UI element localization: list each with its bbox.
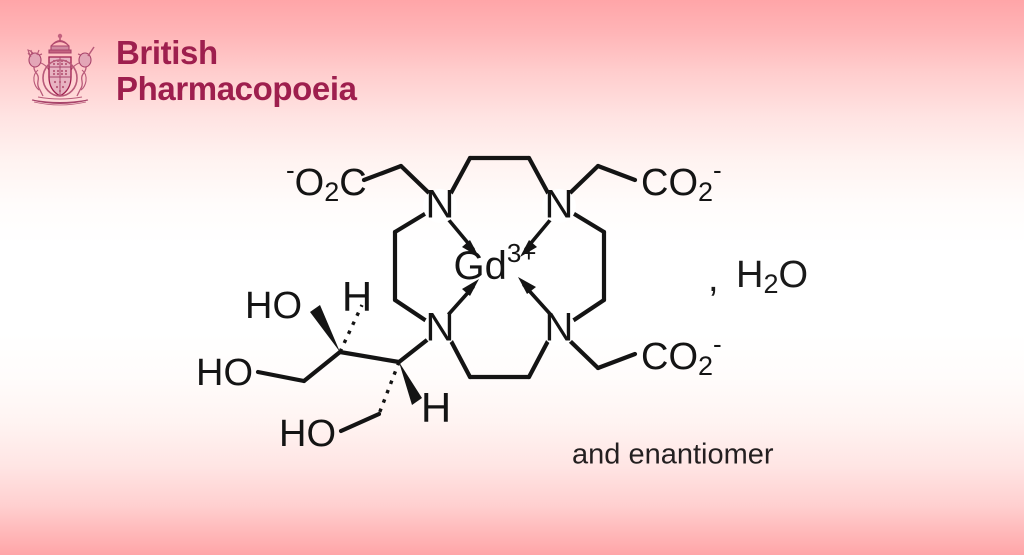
carboxylate-top-left-text: -O2C <box>286 155 367 207</box>
brand-line-2: Pharmacopoeia <box>116 70 357 107</box>
royal-coat-of-arms-icon <box>27 33 95 106</box>
carboxylate-arm-bonds <box>361 163 638 371</box>
nitrogen-top-left-label: N <box>426 183 455 227</box>
carboxylate-top-left-label: -O2C <box>286 155 367 207</box>
hydrate-separator: , <box>708 258 719 300</box>
coordination-arrow-bottom-left <box>446 279 479 317</box>
hydroxyl-upper-left-label: HO <box>245 285 302 327</box>
nitrogen-bottom-left-label: N <box>426 306 455 350</box>
carboxylate-top-right-text: CO2- <box>641 155 722 207</box>
coordination-arrows <box>446 217 553 317</box>
nitrogen-top-right-label: N <box>545 183 574 227</box>
trihydroxybutyl-sidechain-bonds <box>255 304 430 434</box>
british-pharmacopoeia-logo: British Pharmacopoeia <box>18 30 357 112</box>
gadolinium-center-label: Gd3+ <box>453 238 536 288</box>
macrocycle-ring-bonds <box>392 155 607 380</box>
carboxylate-top-right-label: CO2- <box>641 155 722 207</box>
hydrogen-lower-label: H <box>421 384 451 431</box>
enantiomer-note-text: and enantiomer <box>572 439 774 471</box>
coordination-arrow-bottom-right <box>518 277 553 317</box>
nitrogen-labels: N N N N <box>423 183 576 350</box>
hydroxyl-labels: HO HO HO <box>196 285 336 455</box>
hydroxyl-mid-left-label: HO <box>196 352 253 394</box>
hydrogen-upper-label: H <box>342 273 372 320</box>
hydrate-formula: H2O <box>736 254 808 299</box>
hydrate-label: , H2O <box>708 254 808 300</box>
coordination-arrow-top-left <box>446 217 479 257</box>
brand-line-1: British <box>116 34 218 72</box>
carboxylate-bottom-right-label: CO2- <box>641 329 722 381</box>
brand-wordmark: British Pharmacopoeia <box>116 35 357 106</box>
carboxylate-bottom-right-text: CO2- <box>641 329 722 381</box>
hydroxyl-bottom-label: HO <box>279 413 336 455</box>
enantiomer-note: and enantiomer <box>572 439 774 471</box>
stereo-hydrogen-labels: H H <box>342 273 451 431</box>
metal-symbol: Gd3+ <box>453 238 536 288</box>
nitrogen-bottom-right-label: N <box>545 306 574 350</box>
coordination-arrow-top-right <box>520 217 553 257</box>
